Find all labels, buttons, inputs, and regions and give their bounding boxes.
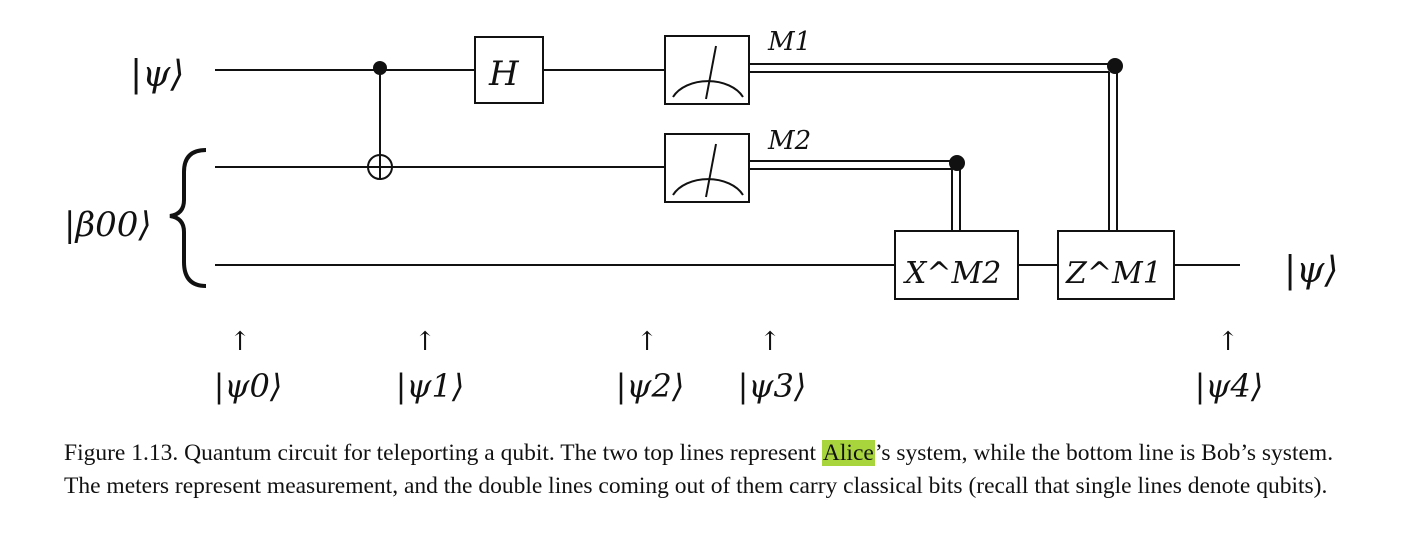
meter-2-needle: [705, 143, 717, 198]
m2-control-dot: [949, 155, 965, 171]
stage-psi1: |ψ1⟩: [396, 367, 465, 405]
x-gate-label: X^M2: [903, 256, 1001, 291]
output-psi-label: |ψ⟩: [1284, 250, 1338, 291]
stage-arrow-3: ↑: [759, 327, 781, 357]
figure-caption: Figure 1.13. Quantum circuit for telepor…: [64, 437, 1364, 503]
caption-suffix: ’s system, while the bottom line is Bob’…: [64, 440, 1334, 499]
m1-control-dot: [1107, 58, 1123, 74]
stage-psi0: |ψ0⟩: [214, 367, 283, 405]
caption-prefix: Figure 1.13. Quantum circuit for telepor…: [64, 440, 822, 466]
cnot-control-dot: [373, 61, 387, 75]
beta00-label: |β00⟩: [64, 205, 152, 245]
stage-arrow-1: ↑: [414, 327, 436, 357]
stage-psi4: |ψ4⟩: [1195, 367, 1264, 405]
hadamard-label: H: [488, 54, 520, 94]
input-psi-label: |ψ⟩: [130, 54, 184, 95]
hadamard-gate: [474, 36, 544, 104]
meter-1-needle: [705, 45, 717, 100]
stage-arrow-2: ↑: [636, 327, 658, 357]
x-gate: [894, 230, 1019, 300]
caption-highlight-alice: Alice: [821, 440, 875, 466]
z-gate-label: Z^M1: [1065, 256, 1162, 291]
beta-brace: [169, 148, 207, 288]
stage-arrow-0: ↑: [229, 327, 251, 357]
meter-2-dial: [672, 178, 744, 196]
m2-label: M2: [767, 126, 811, 156]
circuit-diagram: |ψ⟩ |β00⟩ |ψ⟩ H M1 M2 X^M2 Z^M1 ↑ ↑ ↑ ↑ …: [64, 27, 1338, 405]
stage-arrow-4: ↑: [1217, 327, 1239, 357]
stage-psi3: |ψ3⟩: [738, 367, 807, 405]
stage-psi2: |ψ2⟩: [616, 367, 685, 405]
m1-label: M1: [767, 27, 811, 57]
meter-1-dial: [672, 80, 744, 98]
